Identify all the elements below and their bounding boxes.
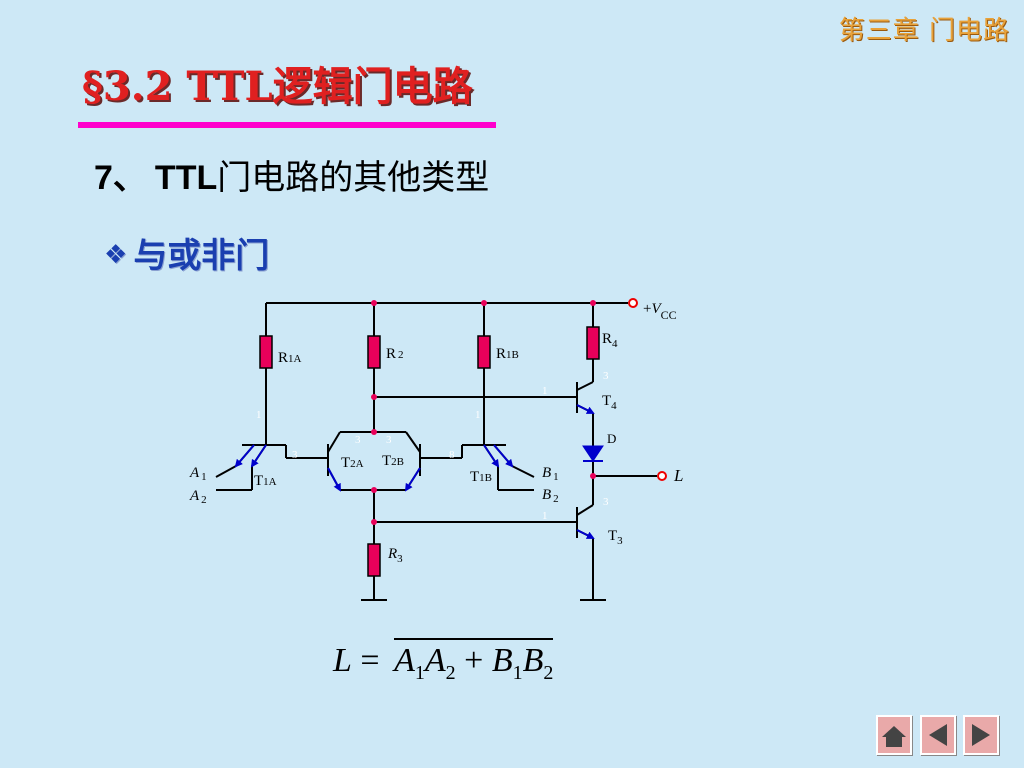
home-button[interactable] (876, 715, 912, 755)
home-icon (882, 726, 906, 747)
next-slide-button[interactable] (963, 715, 999, 755)
prev-slide-button[interactable] (920, 715, 956, 755)
logic-formula: L = A1A2 + B1B2 (333, 638, 554, 685)
bullet-text: 与或非门 (133, 236, 270, 276)
pin-numbers: 1 3 3 3 8 1 3 1 3 1 (256, 370, 609, 522)
next-arrow-icon (972, 724, 990, 746)
svg-text:1: 1 (542, 385, 548, 397)
resistors (259, 326, 600, 577)
emitter-arrows (234, 404, 595, 539)
subtitle: 7、TTL门电路的其他类型 (94, 150, 489, 199)
svg-text:3: 3 (355, 434, 361, 446)
junction-dots (371, 300, 596, 525)
t2b-label: T2B (382, 453, 404, 469)
t4-label: T4 (602, 393, 617, 412)
svg-text:3: 3 (292, 449, 298, 461)
formula-equals: = (351, 642, 389, 679)
vcc-terminal (628, 298, 638, 308)
subtitle-prefix: TTL (154, 159, 218, 197)
diamond-bullet-icon: ❖ (104, 240, 128, 270)
svg-text:3: 3 (386, 434, 392, 446)
resistor-r1b (477, 335, 491, 369)
resistor-r1a (259, 335, 273, 369)
formula-overbar-expression: A1A2 + B1B2 (394, 638, 554, 684)
chapter-label: 第三章 门电路 (838, 16, 1010, 46)
prev-arrow-icon (929, 724, 947, 746)
bullet-heading: ❖与或非门 (104, 228, 269, 277)
subtitle-number: 7、 (94, 159, 147, 197)
r1a-label: R1A (278, 350, 302, 366)
section-title: §3.2 TTL逻辑门电路 (82, 63, 473, 110)
formula-lhs: L (333, 642, 352, 679)
t2a-label: T2A (341, 455, 364, 471)
title-underline (78, 122, 496, 128)
svg-text:8: 8 (449, 449, 455, 461)
resistor-r4 (586, 326, 600, 360)
output-label: L (673, 466, 683, 485)
svg-text:1: 1 (475, 409, 481, 421)
output-terminal (657, 471, 667, 481)
diode-label: D (607, 431, 616, 446)
t1b-label: T1B (470, 469, 492, 485)
svg-text:1: 1 (542, 510, 548, 522)
r1b-label: R1B (496, 346, 519, 362)
resistor-r3 (367, 543, 381, 577)
t3-label: T3 (608, 528, 623, 547)
resistor-r2 (367, 335, 381, 369)
r3-label: R3 (387, 546, 403, 565)
svg-text:1: 1 (256, 409, 262, 421)
svg-text:3: 3 (603, 496, 609, 508)
t1a-label: T1A (254, 473, 277, 489)
r4-label: R4 (602, 331, 618, 350)
svg-text:3: 3 (603, 370, 609, 382)
subtitle-text: 门电路的其他类型 (217, 158, 490, 198)
diode-symbol (582, 445, 604, 462)
vcc-label: +VCC (643, 301, 677, 322)
